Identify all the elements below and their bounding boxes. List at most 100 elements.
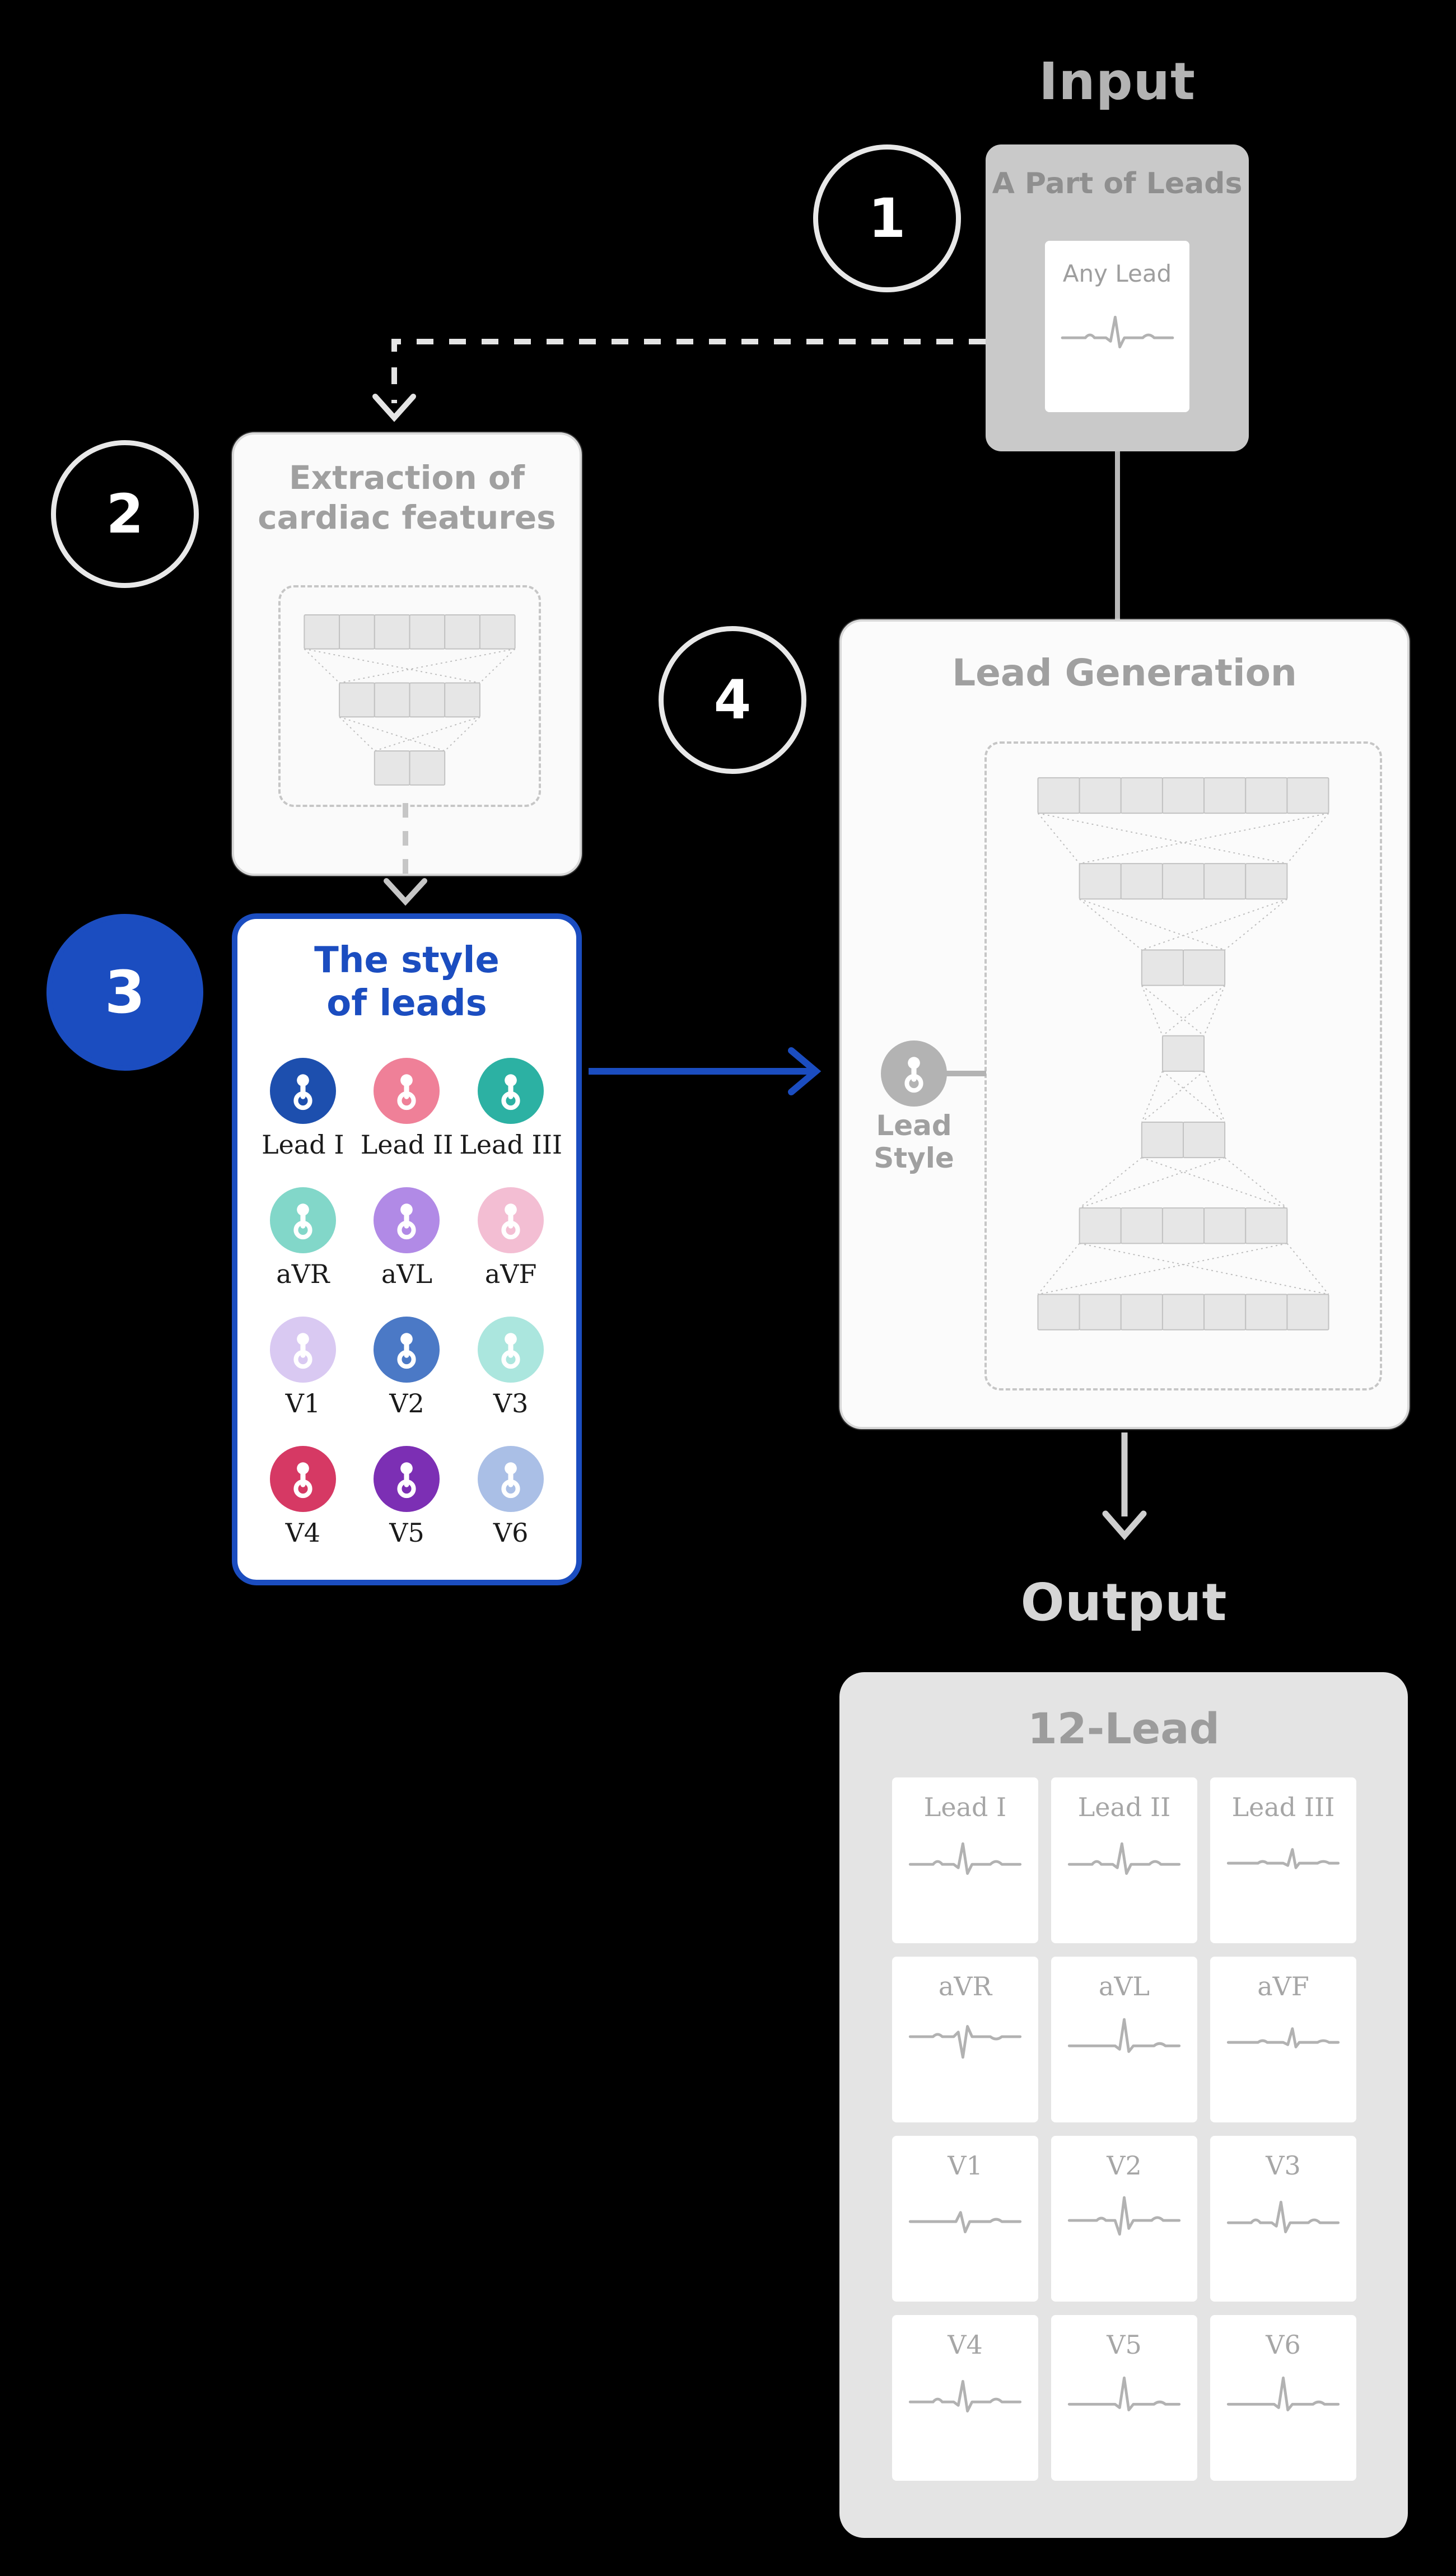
style-lead-item: Lead I (262, 1058, 344, 1160)
lead-style-badge-icon (374, 1058, 440, 1124)
output-lead-label: aVR (938, 1971, 992, 2001)
extraction-title: Extraction of cardiac features (234, 458, 580, 538)
output-lead-label: aVF (1257, 1971, 1309, 2001)
lead-style-connector-line (946, 1071, 986, 1076)
lead-label: V1 (285, 1388, 321, 1418)
output-lead-cell: V2 (1051, 2136, 1197, 2302)
style-box-title: The style of leads (237, 939, 576, 1025)
extraction-title-line2: cardiac features (258, 498, 556, 536)
lead-label: V6 (493, 1518, 529, 1548)
lead-generation-box: Lead Generation Lead Style (839, 619, 1410, 1429)
arrow-generation-to-output (1102, 1432, 1147, 1541)
lead-style-badge-icon (374, 1446, 440, 1512)
arrow-style-to-generation (589, 1047, 822, 1095)
lead-style-badge-icon (478, 1187, 544, 1253)
output-lead-cell: V3 (1210, 2136, 1356, 2302)
output-lead-cell: aVR (892, 1957, 1038, 2122)
ecg-waveform (908, 2379, 1022, 2412)
input-box: A Part of Leads Any Lead (986, 144, 1249, 451)
ecg-waveform (1067, 2376, 1181, 2411)
style-lead-item: aVR (269, 1187, 336, 1289)
step-1-badge: 1 (813, 144, 961, 292)
style-dumbbell-glyph (501, 1333, 520, 1369)
ecg-waveform (1067, 2018, 1181, 2053)
output-lead-label: Lead III (1231, 1792, 1335, 1822)
style-lead-item: V6 (478, 1446, 544, 1548)
style-lead-item: aVF (478, 1187, 544, 1289)
style-dumbbell-glyph (397, 1333, 417, 1369)
step-3-badge: 3 (46, 914, 203, 1071)
ecg-waveform (1226, 2200, 1340, 2233)
style-dumbbell-glyph (501, 1203, 520, 1240)
generation-title: Lead Generation (952, 651, 1297, 694)
lead-label: Lead I (262, 1130, 344, 1160)
style-dumbbell-glyph (904, 1057, 923, 1093)
lead-label: aVL (381, 1259, 433, 1289)
output-lead-cell: aVL (1051, 1957, 1197, 2122)
style-lead-item: Lead II (361, 1058, 453, 1160)
extraction-box: Extraction of cardiac features (232, 432, 582, 876)
style-title-line1: The style (314, 940, 500, 981)
ecg-waveform (1226, 2027, 1340, 2048)
lead-label: V4 (285, 1518, 321, 1548)
lead-style-badge-icon (478, 1317, 544, 1383)
lead-label: V5 (389, 1518, 424, 1548)
lead-style-label: Lead Style (844, 1109, 984, 1174)
style-dumbbell-glyph (397, 1203, 417, 1240)
lead-style-label-line2: Style (874, 1141, 954, 1174)
lead-style-badge-icon (269, 1446, 336, 1512)
style-dumbbell-glyph (501, 1074, 520, 1110)
output-lead-label: Lead II (1077, 1792, 1171, 1822)
output-lead-cell: V1 (892, 2136, 1038, 2302)
lead-style-badge-icon (374, 1317, 440, 1383)
lead-style-badge-icon (478, 1058, 544, 1124)
style-lead-item: V2 (374, 1317, 440, 1418)
lead-style-badge-icon (478, 1446, 544, 1512)
step-4-badge: 4 (659, 626, 806, 774)
step-3-number: 3 (104, 958, 146, 1026)
ecg-waveform (908, 2211, 1022, 2233)
lead-label: V3 (493, 1388, 529, 1418)
output-box: 12-Lead Lead I Lead II Lead III aVR aVL … (839, 1672, 1408, 2538)
output-grid: Lead I Lead II Lead III aVR aVL aVF V1 V… (892, 1777, 1356, 2481)
lead-style-badge-icon (374, 1187, 440, 1253)
step-4-number: 4 (713, 669, 752, 731)
style-of-leads-box: The style of leads Lead I Lead II Lead I… (232, 913, 582, 1585)
output-lead-label: Lead I (923, 1792, 1007, 1822)
lead-style-icon (881, 1040, 947, 1107)
ecg-waveform (1061, 315, 1174, 349)
output-lead-label: V5 (1107, 2330, 1142, 2360)
style-dumbbell-glyph (293, 1074, 312, 1110)
lead-label: Lead III (459, 1130, 563, 1160)
style-lead-item: V1 (269, 1317, 336, 1418)
output-lead-label: V1 (948, 2150, 983, 2181)
output-lead-label: V2 (1107, 2150, 1142, 2181)
input-box-label: A Part of Leads (992, 167, 1243, 200)
step-2-badge: 2 (51, 440, 199, 588)
autoencoder-outline (984, 741, 1382, 1390)
style-dumbbell-glyph (293, 1462, 312, 1499)
ecg-waveform (908, 1842, 1022, 1875)
output-lead-cell: aVF (1210, 1957, 1356, 2122)
step-1-number: 1 (868, 187, 906, 250)
style-dumbbell-glyph (397, 1462, 417, 1499)
lead-label: aVF (484, 1259, 537, 1289)
style-leads-grid: Lead I Lead II Lead III aVR aVL aVF V1 V… (251, 1058, 563, 1575)
input-heading: Input (1038, 52, 1196, 111)
lead-style-badge-icon (269, 1058, 336, 1124)
output-lead-cell: Lead II (1051, 1777, 1197, 1943)
lead-label: V2 (389, 1388, 424, 1418)
output-lead-cell: V5 (1051, 2315, 1197, 2481)
lead-style-badge-icon (269, 1187, 336, 1253)
output-lead-label: aVL (1098, 1971, 1150, 2001)
output-box-title: 12-Lead (1028, 1704, 1220, 1753)
ecg-waveform (1067, 1842, 1181, 1875)
ecg-waveform (908, 2025, 1022, 2059)
lead-style-label-line1: Lead (876, 1109, 952, 1142)
style-lead-item: Lead III (459, 1058, 562, 1160)
extraction-title-line1: Extraction of (289, 459, 525, 497)
output-lead-cell: Lead III (1210, 1777, 1356, 1943)
output-lead-label: V4 (948, 2330, 983, 2360)
arrow-input-to-extraction (372, 339, 986, 422)
